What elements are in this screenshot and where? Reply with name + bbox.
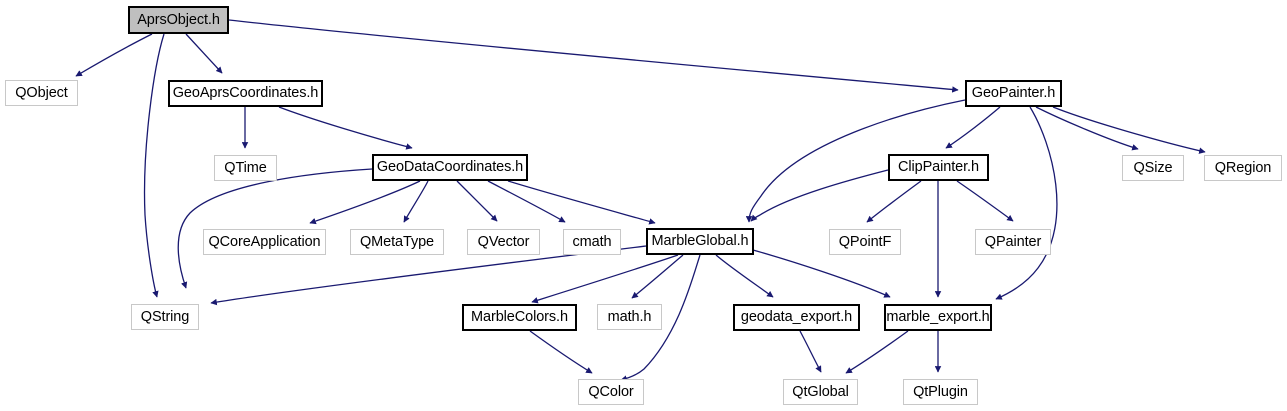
graph-node-label: GeoPainter.h <box>971 85 1056 102</box>
edge-layer <box>75 19 1206 382</box>
graph-node-MarbleColors-h[interactable]: MarbleColors.h <box>462 304 577 331</box>
graph-node-QSize[interactable]: QSize <box>1122 155 1184 181</box>
edge-MarbleGlobal-h-to-math-h <box>631 254 684 299</box>
edge-GeoDataCoordinates-h-to-QMetaType <box>403 180 429 223</box>
graph-node-QtPlugin[interactable]: QtPlugin <box>903 379 978 405</box>
edge-AprsObject-h-to-QString <box>143 33 165 298</box>
edge-GeoPainter-h-to-ClipPainter-h <box>945 106 1001 149</box>
graph-node-GeoAprsCoordinates-h[interactable]: GeoAprsCoordinates.h <box>168 80 323 107</box>
edge-MarbleGlobal-h-to-QColor <box>620 254 701 382</box>
graph-node-label: cmath <box>572 233 612 250</box>
graph-node-label: QPainter <box>984 233 1042 250</box>
graph-node-label: GeoDataCoordinates.h <box>376 159 524 176</box>
edge-GeoPainter-h-to-MarbleGlobal-h <box>745 99 966 223</box>
graph-node-QMetaType[interactable]: QMetaType <box>350 229 444 255</box>
edge-ClipPainter-h-to-QPainter <box>956 180 1014 222</box>
edge-GeoDataCoordinates-h-to-QString <box>177 168 373 289</box>
graph-node-QObject[interactable]: QObject <box>5 80 78 106</box>
graph-node-QColor[interactable]: QColor <box>578 379 644 405</box>
edge-ClipPainter-h-to-QPointF <box>866 180 922 223</box>
edge-GeoDataCoordinates-h-to-cmath <box>487 180 566 223</box>
graph-node-cmath[interactable]: cmath <box>563 229 621 255</box>
edge-MarbleGlobal-h-to-geodata-export-h <box>715 254 774 298</box>
graph-node-label: ClipPainter.h <box>898 159 979 176</box>
graph-node-label: QObject <box>15 84 68 101</box>
edge-MarbleGlobal-h-to-marble-export-h <box>752 249 891 298</box>
edge-ClipPainter-h-to-MarbleGlobal-h <box>750 169 889 222</box>
graph-node-QRegion[interactable]: QRegion <box>1204 155 1282 181</box>
graph-node-label: QtPlugin <box>913 383 968 400</box>
graph-node-label: QtGlobal <box>792 383 849 400</box>
edge-GeoPainter-h-to-QRegion <box>1052 106 1206 154</box>
graph-node-math-h[interactable]: math.h <box>597 304 662 330</box>
graph-node-label: QMetaType <box>359 233 435 250</box>
edge-GeoDataCoordinates-h-to-QCoreApplication <box>309 180 421 225</box>
graph-node-label: QCoreApplication <box>208 233 321 250</box>
edge-AprsObject-h-to-GeoPainter-h <box>228 19 959 93</box>
graph-node-QVector[interactable]: QVector <box>467 229 540 255</box>
edge-MarbleColors-h-to-QColor <box>529 330 593 374</box>
edge-GeoPainter-h-to-marble-export-h <box>995 106 1058 300</box>
graph-node-label: QRegion <box>1214 159 1272 176</box>
graph-node-QString[interactable]: QString <box>131 304 199 330</box>
graph-node-label: MarbleGlobal.h <box>651 233 749 250</box>
graph-node-geodata-export-h[interactable]: geodata_export.h <box>733 304 860 331</box>
edge-MarbleGlobal-h-to-MarbleColors-h <box>531 254 679 304</box>
graph-node-label: QString <box>140 308 190 325</box>
graph-node-label: MarbleColors.h <box>471 309 568 326</box>
edge-geodata-export-h-to-QtGlobal <box>799 330 822 373</box>
graph-node-label: marble_export.h <box>886 309 990 326</box>
edge-GeoAprsCoordinates-h-to-GeoDataCoordinates-h <box>278 106 413 150</box>
edge-GeoPainter-h-to-QSize <box>1035 106 1139 151</box>
edge-AprsObject-h-to-GeoAprsCoordinates-h <box>185 33 223 74</box>
graph-node-QTime[interactable]: QTime <box>214 155 277 181</box>
graph-node-GeoDataCoordinates-h[interactable]: GeoDataCoordinates.h <box>372 154 528 181</box>
graph-node-MarbleGlobal-h[interactable]: MarbleGlobal.h <box>646 228 754 255</box>
edge-AprsObject-h-to-QObject <box>75 33 153 77</box>
graph-node-QPointF[interactable]: QPointF <box>829 229 901 255</box>
graph-node-label: QSize <box>1133 159 1173 176</box>
graph-node-label: QTime <box>224 159 267 176</box>
graph-node-label: QColor <box>588 383 634 400</box>
graph-node-label: AprsObject.h <box>137 11 220 28</box>
graph-node-label: GeoAprsCoordinates.h <box>172 85 319 102</box>
graph-node-label: QPointF <box>838 233 892 250</box>
graph-node-label: math.h <box>607 308 652 325</box>
edge-marble-export-h-to-QtGlobal <box>845 330 909 374</box>
graph-node-AprsObject-h[interactable]: AprsObject.h <box>128 6 229 34</box>
graph-node-label: QVector <box>477 233 530 250</box>
graph-node-QCoreApplication[interactable]: QCoreApplication <box>203 229 326 255</box>
edge-GeoDataCoordinates-h-to-QVector <box>456 180 498 222</box>
edge-GeoDataCoordinates-h-to-MarbleGlobal-h <box>507 180 656 225</box>
graph-node-ClipPainter-h[interactable]: ClipPainter.h <box>888 154 989 181</box>
graph-node-QPainter[interactable]: QPainter <box>975 229 1051 255</box>
graph-node-marble-export-h[interactable]: marble_export.h <box>884 304 992 331</box>
graph-node-QtGlobal[interactable]: QtGlobal <box>783 379 858 405</box>
graph-node-label: geodata_export.h <box>740 309 853 326</box>
graph-node-GeoPainter-h[interactable]: GeoPainter.h <box>965 80 1062 107</box>
